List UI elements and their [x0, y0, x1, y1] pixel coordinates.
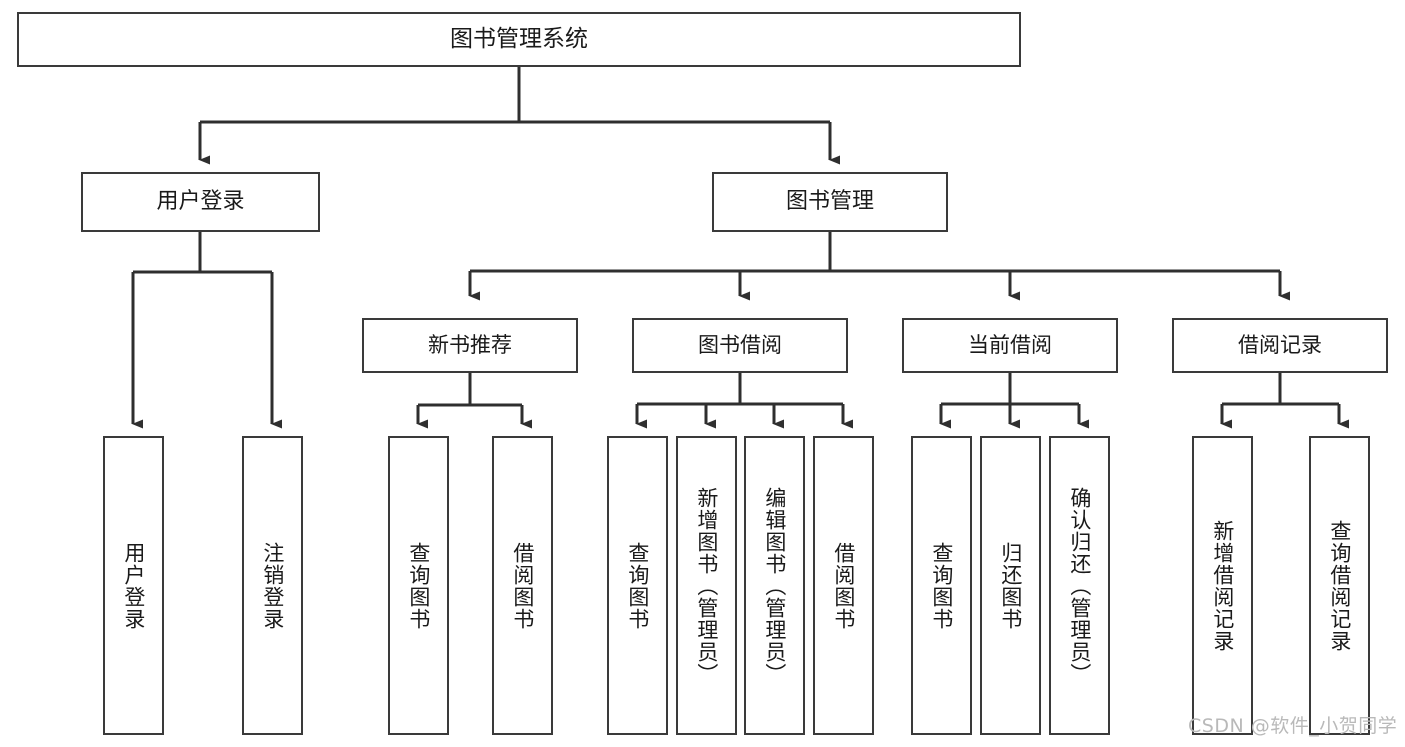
node-leaf-query-book-1[interactable]: 查询图书 [388, 436, 449, 735]
node-user-login[interactable]: 用户登录 [81, 172, 320, 232]
node-leaf-edit-book[interactable]: 编辑图书（管理员） [744, 436, 805, 735]
node-new-book-rec-label: 新书推荐 [428, 333, 512, 358]
node-book-manage[interactable]: 图书管理 [712, 172, 948, 232]
node-user-login-label: 用户登录 [156, 189, 245, 215]
node-leaf-add-book[interactable]: 新增图书（管理员） [676, 436, 737, 735]
node-leaf-borrow-book-1-label: 借阅图书 [510, 541, 535, 630]
node-leaf-return-book-label: 归还图书 [998, 541, 1023, 630]
node-leaf-query-record-label: 查询借阅记录 [1327, 519, 1352, 652]
node-book-borrow[interactable]: 图书借阅 [632, 318, 848, 373]
node-book-borrow-label: 图书借阅 [698, 333, 782, 358]
node-current-borrow-label: 当前借阅 [968, 333, 1052, 358]
node-root[interactable]: 图书管理系统 [17, 12, 1021, 67]
node-current-borrow[interactable]: 当前借阅 [902, 318, 1118, 373]
node-leaf-borrow-book-2[interactable]: 借阅图书 [813, 436, 874, 735]
node-borrow-record[interactable]: 借阅记录 [1172, 318, 1388, 373]
node-leaf-confirm-return-label: 确认归还（管理员） [1067, 486, 1092, 685]
node-leaf-query-book-3[interactable]: 查询图书 [911, 436, 972, 735]
node-leaf-add-record[interactable]: 新增借阅记录 [1192, 436, 1253, 735]
node-new-book-rec[interactable]: 新书推荐 [362, 318, 578, 373]
node-root-label: 图书管理系统 [450, 25, 588, 52]
node-leaf-query-record[interactable]: 查询借阅记录 [1309, 436, 1370, 735]
node-leaf-confirm-return[interactable]: 确认归还（管理员） [1049, 436, 1110, 735]
node-leaf-add-record-label: 新增借阅记录 [1210, 519, 1235, 652]
node-leaf-return-book[interactable]: 归还图书 [980, 436, 1041, 735]
node-leaf-query-book-3-label: 查询图书 [929, 541, 954, 630]
node-leaf-borrow-book-2-label: 借阅图书 [831, 541, 856, 630]
node-book-manage-label: 图书管理 [785, 189, 874, 215]
node-leaf-add-book-label: 新增图书（管理员） [694, 486, 719, 685]
node-leaf-logout-login[interactable]: 注销登录 [242, 436, 303, 735]
node-leaf-borrow-book-1[interactable]: 借阅图书 [492, 436, 553, 735]
node-borrow-record-label: 借阅记录 [1238, 333, 1322, 358]
node-leaf-query-book-1-label: 查询图书 [406, 541, 431, 630]
node-leaf-user-login-label: 用户登录 [121, 541, 146, 630]
node-leaf-edit-book-label: 编辑图书（管理员） [762, 486, 787, 685]
node-leaf-query-book-2-label: 查询图书 [625, 541, 650, 630]
node-leaf-user-login[interactable]: 用户登录 [103, 436, 164, 735]
node-leaf-query-book-2[interactable]: 查询图书 [607, 436, 668, 735]
node-leaf-logout-login-label: 注销登录 [260, 541, 285, 630]
